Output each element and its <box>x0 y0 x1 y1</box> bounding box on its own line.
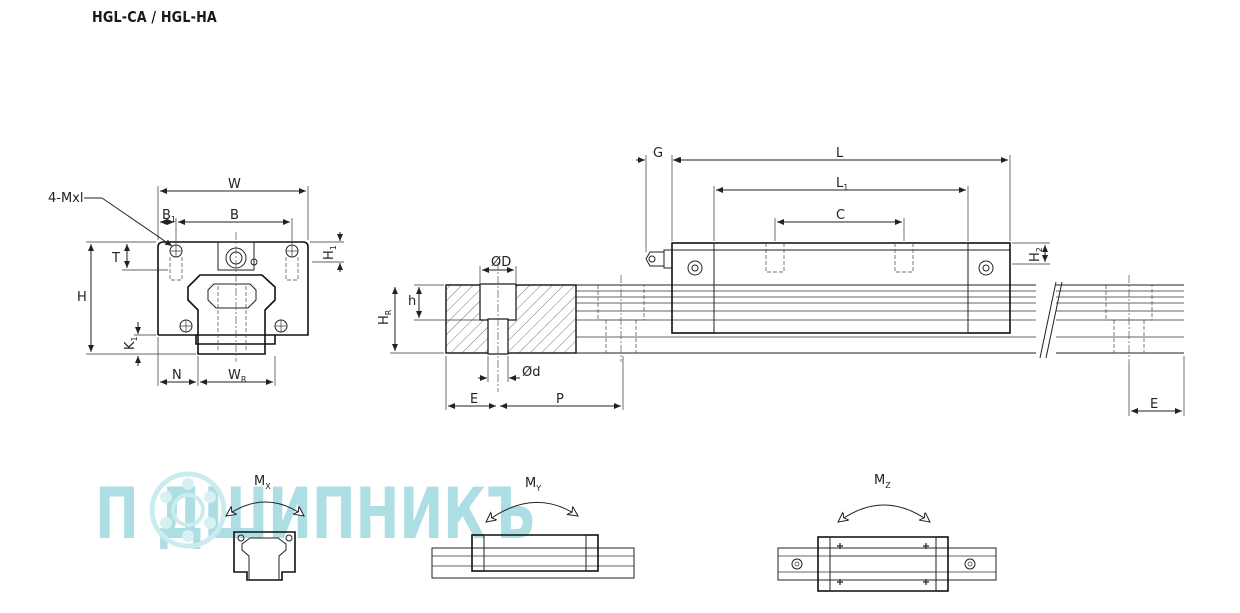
rail-profile <box>187 274 276 355</box>
label-P: P <box>556 392 564 407</box>
label-Mz: M <box>874 473 885 488</box>
bolt-hole-right <box>285 244 299 281</box>
label-HR: H <box>377 315 392 325</box>
label-W: W <box>228 177 241 192</box>
moment-mx: MX <box>226 474 304 581</box>
page-title: HGL-CA / HGL-HA <box>92 8 217 26</box>
label-C: C <box>836 208 845 223</box>
side-view: G L L1 C H2 E <box>576 146 1185 416</box>
bearing-logo-icon <box>149 471 227 549</box>
svg-text:B1: B1 <box>162 208 176 224</box>
svg-text:MZ: MZ <box>874 473 891 490</box>
label-WR: W <box>228 368 241 383</box>
rail-section: ØD Ød h HR E P <box>377 255 624 410</box>
label-My: M <box>525 476 536 491</box>
svg-text:HR: HR <box>377 309 393 325</box>
bolt-hole-left <box>169 244 183 281</box>
end-view: W B B1 4-Mxl H T K1 H1 <box>48 177 344 386</box>
label-Mx: M <box>254 474 265 489</box>
label-4-Mxl: 4-Mxl <box>48 191 83 206</box>
label-h: h <box>408 294 416 309</box>
svg-text:H2: H2 <box>1028 247 1044 262</box>
label-N: N <box>172 368 182 383</box>
label-L1: L <box>836 176 844 191</box>
svg-text:MX: MX <box>254 474 271 491</box>
svg-text:H1: H1 <box>322 245 338 260</box>
label-T: T <box>111 251 120 266</box>
label-L: L <box>836 146 844 161</box>
moment-my: MY <box>431 476 635 579</box>
label-H1: H <box>322 250 337 260</box>
svg-text:MY: MY <box>525 476 541 493</box>
label-K1: K <box>123 341 138 350</box>
label-H2: H <box>1028 252 1043 262</box>
watermark: П ДШИПНИКЪ <box>95 471 535 555</box>
svg-text:L1: L1 <box>836 176 848 192</box>
svg-text:K1: K1 <box>123 336 139 350</box>
moment-mz: MZ <box>777 473 997 592</box>
label-D: ØD <box>491 255 511 270</box>
label-B1: B <box>162 208 171 223</box>
label-B: B <box>230 208 239 223</box>
label-G: G <box>653 146 663 161</box>
label-E: E <box>470 392 478 407</box>
svg-text:WR: WR <box>228 368 247 384</box>
block-outline <box>157 241 309 345</box>
label-E-right: E <box>1150 397 1158 412</box>
label-d: Ød <box>522 365 540 380</box>
label-H: H <box>77 290 87 305</box>
